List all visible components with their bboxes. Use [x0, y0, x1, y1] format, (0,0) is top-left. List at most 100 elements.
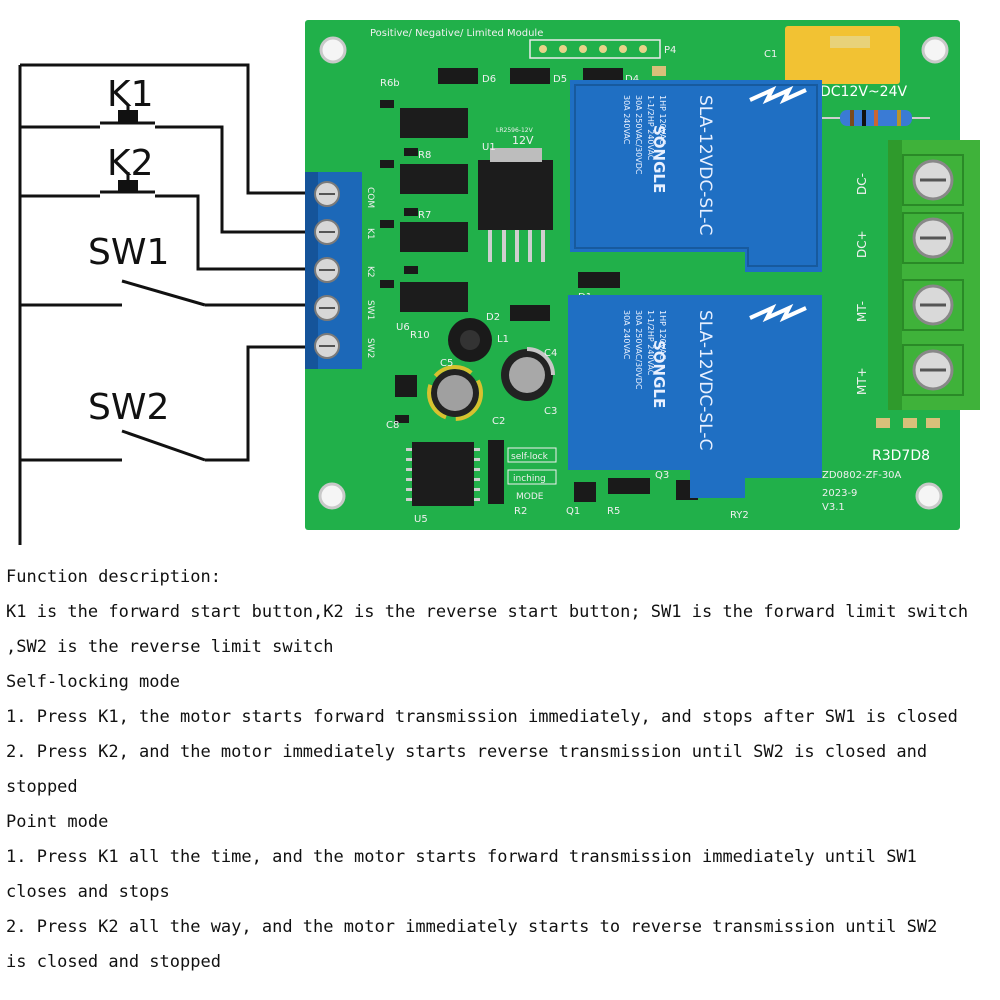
relay-1: SLA-12VDC-SL-C SONGLE 1HP 120VAC 1-1/2HP…: [570, 80, 822, 272]
svg-text:LR2596-12V: LR2596-12V: [496, 127, 534, 134]
ref-u6: U6: [396, 322, 410, 333]
svg-text:D4: D4: [625, 74, 639, 85]
terminal-label-k1: K1: [365, 228, 375, 240]
left-screw-4[interactable]: [314, 295, 340, 321]
svg-text:SONGLE: SONGLE: [650, 340, 668, 408]
left-terminal-block: COM K1 K2 SW1 SW2: [305, 172, 375, 369]
description-line: 1. Press K1 all the time, and the motor …: [6, 847, 917, 867]
sw2-label: SW2: [88, 387, 169, 428]
pcb-board: Positive/ Negative/ Limited Module P4 C1…: [305, 20, 980, 530]
terminal-label-mt-plus: MT+: [855, 367, 869, 395]
ref-ry2: RY2: [730, 510, 749, 521]
svg-text:D5: D5: [553, 74, 567, 85]
external-wiring: [18, 63, 310, 545]
point-mode-heading: Point mode: [6, 812, 109, 832]
svg-text:SONGLE: SONGLE: [650, 125, 668, 193]
svg-text:1-1/2HP 240VAC: 1-1/2HP 240VAC: [646, 95, 655, 161]
right-screw-3[interactable]: [902, 279, 964, 331]
svg-text:30A 240VAC: 30A 240VAC: [622, 310, 631, 360]
description-line: stopped: [6, 777, 78, 797]
terminal-label-com: COM: [365, 187, 375, 208]
description-line: 2. Press K2 all the way, and the motor i…: [6, 917, 938, 937]
left-screw-5[interactable]: [314, 333, 340, 359]
wiring-diagram: K1 K2 SW1 SW2 Positive/ Negative/ Limite…: [18, 20, 980, 545]
wire-sw2-right: [205, 345, 310, 462]
description-line: closes and stops: [6, 882, 170, 902]
ref-q3: Q3: [655, 470, 669, 481]
svg-text:D6: D6: [482, 74, 496, 85]
description-line: 1. Press K1, the motor starts forward tr…: [6, 707, 958, 727]
svg-text:SLA-12VDC-SL-C: SLA-12VDC-SL-C: [695, 95, 715, 235]
svg-text:C4: C4: [544, 348, 557, 359]
terminal-label-sw1: SW1: [365, 300, 375, 320]
description-line: ,SW2 is the reverse limit switch: [6, 637, 334, 657]
k2-push-button: [100, 172, 155, 194]
wire-k2-right: [155, 194, 310, 271]
ic-u5: U5: [406, 442, 480, 525]
svg-text:12V: 12V: [512, 134, 534, 147]
left-screw-3[interactable]: [314, 257, 340, 283]
ref-c2: C2: [492, 416, 505, 427]
self-locking-heading: Self-locking mode: [6, 672, 180, 692]
terminal-label-dc-minus: DC-: [855, 173, 869, 195]
svg-text:U5: U5: [414, 514, 428, 525]
svg-text:U1: U1: [482, 142, 496, 153]
description-line: 2. Press K2, and the motor immediately s…: [6, 742, 928, 762]
left-screw-1[interactable]: [314, 181, 340, 207]
mounting-hole-tr: [921, 36, 949, 64]
svg-text:1HP 120VAC: 1HP 120VAC: [658, 310, 667, 360]
mounting-hole-bl: [318, 482, 346, 510]
ref-r10: R10: [410, 330, 430, 341]
right-terminal-block: DC- DC+ MT- MT+: [855, 140, 980, 410]
k1-push-button: [100, 104, 155, 125]
svg-text:1-1/2HP 240VAC: 1-1/2HP 240VAC: [646, 310, 655, 376]
part-code: ZD0802-ZF-30A: [822, 470, 902, 481]
ref-r6b: R6b: [380, 78, 400, 89]
svg-text:C5: C5: [440, 358, 453, 369]
sw1-label: SW1: [88, 232, 169, 273]
svg-text:C3: C3: [544, 406, 557, 417]
ref-q1: Q1: [566, 506, 580, 517]
right-screw-2[interactable]: [902, 212, 964, 264]
ref-r5: R5: [607, 506, 620, 517]
mode-jumper[interactable]: self-lock inching MODE: [488, 440, 557, 504]
svg-text:30A 240VAC: 30A 240VAC: [622, 95, 631, 145]
power-label: DC12V~24V: [820, 84, 907, 100]
svg-text:SLA-12VDC-SL-C: SLA-12VDC-SL-C: [695, 310, 715, 450]
board-top-text: Positive/ Negative/ Limited Module: [370, 28, 543, 39]
function-description: Function description: K1 is the forward …: [6, 560, 998, 980]
bottom-leds: R3D7D8: [872, 418, 940, 464]
diode-d5: [510, 68, 550, 84]
svg-text:C1: C1: [764, 49, 777, 60]
terminal-label-sw2: SW2: [365, 338, 375, 358]
mounting-hole-br: [915, 482, 943, 510]
terminal-label-k2: K2: [365, 266, 375, 278]
led-labels: R3D7D8: [872, 448, 930, 464]
mode-label: MODE: [516, 492, 544, 502]
opto-couplers: [380, 100, 468, 312]
ref-r8: R8: [418, 150, 431, 161]
svg-text:C8: C8: [386, 420, 399, 431]
svg-text:D2: D2: [486, 312, 500, 323]
transistor-q1: [574, 482, 596, 502]
wire-com: [20, 63, 310, 195]
description-line: is closed and stopped: [6, 952, 221, 972]
svg-text:1HP 120VAC: 1HP 120VAC: [658, 95, 667, 145]
right-screw-4[interactable]: [902, 344, 964, 396]
capacitor-c8: [395, 415, 409, 423]
left-screw-2[interactable]: [314, 219, 340, 245]
terminal-label-mt-minus: MT-: [855, 301, 869, 322]
capacitor-c1: C1: [764, 26, 900, 84]
led-top: [652, 66, 666, 76]
transistor: [395, 375, 417, 397]
right-screw-1[interactable]: [902, 154, 964, 206]
k1-label: K1: [107, 74, 154, 115]
svg-text:P4: P4: [664, 45, 676, 56]
date-code: 2023-9: [822, 488, 857, 499]
svg-text:30A 250VAC/30VDC: 30A 250VAC/30VDC: [634, 95, 643, 175]
sw2-contact: [121, 429, 206, 462]
diode-d6: [438, 68, 478, 84]
ref-r2: R2: [514, 506, 527, 517]
terminal-label-dc-plus: DC+: [855, 230, 869, 258]
svg-text:30A 250VAC/30VDC: 30A 250VAC/30VDC: [634, 310, 643, 390]
